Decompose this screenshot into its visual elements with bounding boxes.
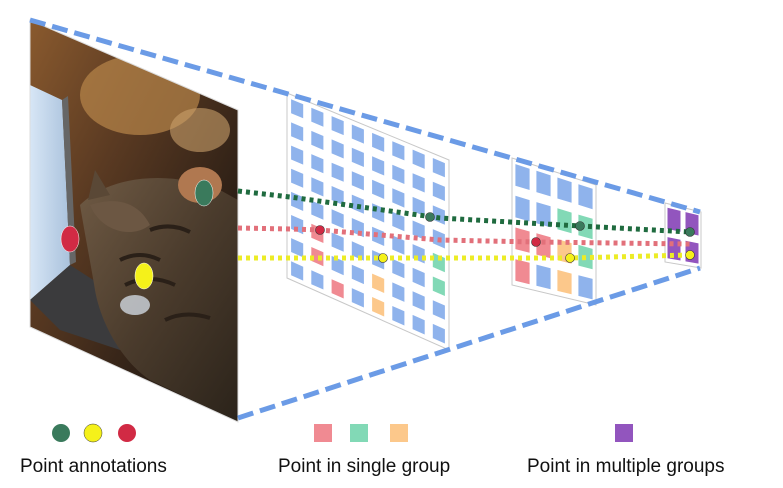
feature-cell	[432, 181, 445, 201]
legend-label-multiple-groups: Point in multiple groups	[527, 456, 725, 477]
legend-mint-square-icon	[350, 424, 368, 442]
feature-cell	[291, 238, 304, 258]
highlighted-cell	[515, 259, 530, 285]
legend-peach-square-icon	[390, 424, 408, 442]
feature-cell	[432, 205, 445, 225]
feature-cell	[536, 202, 551, 228]
input-photo-border	[29, 19, 239, 423]
feature-cell	[412, 267, 425, 288]
highlighted-cell	[372, 297, 385, 317]
feature-cell	[578, 184, 593, 210]
feature-cell	[432, 300, 445, 320]
highlighted-cell	[311, 247, 324, 267]
green-point-track-line	[237, 188, 691, 235]
green-track-marker	[575, 221, 585, 231]
legend	[52, 423, 633, 443]
feature-cell	[311, 154, 324, 174]
feature-cell	[372, 156, 385, 176]
feature-cell	[536, 170, 551, 197]
highlighted-cell	[667, 207, 681, 232]
feature-cell	[372, 132, 385, 152]
legend-purple-square-icon	[615, 424, 633, 442]
feature-cell	[392, 306, 405, 326]
feature-map-large	[286, 92, 450, 351]
legend-pink-square-icon	[314, 424, 332, 442]
feature-cell	[412, 196, 425, 217]
legend-green-dot-icon	[52, 424, 70, 442]
feature-cell	[557, 177, 572, 203]
yellow-annotation-point	[134, 262, 154, 290]
highlighted-cell	[578, 214, 593, 240]
red-annotation-point	[60, 225, 80, 253]
highlighted-cell	[557, 208, 572, 234]
feature-cell	[392, 164, 405, 184]
feature-cell	[291, 168, 304, 188]
feature-cell	[412, 149, 425, 169]
yellow-point-track-line	[238, 252, 691, 261]
feature-cell	[412, 314, 425, 335]
feature-cell	[331, 186, 344, 206]
highlighted-cell	[372, 273, 385, 293]
feature-cell	[432, 323, 445, 344]
feature-cell	[412, 220, 425, 240]
legend-label-point-annotations: Point annotations	[20, 456, 167, 477]
feature-cell	[578, 275, 593, 300]
highlighted-cell	[432, 276, 445, 296]
feature-cell	[515, 164, 530, 190]
feature-cell	[351, 171, 364, 191]
input-photo	[30, 20, 238, 422]
feature-cell	[311, 200, 324, 220]
feature-cell	[515, 195, 530, 222]
red-track-marker	[531, 237, 541, 247]
yellow-track-marker	[378, 253, 388, 263]
frustum-outline	[29, 17, 701, 421]
feature-cell	[351, 264, 364, 285]
feature-cell	[372, 226, 385, 246]
feature-cell	[372, 179, 385, 199]
photo-annotations	[60, 179, 214, 290]
red-point-track-line	[237, 225, 691, 247]
feature-cell	[351, 147, 364, 167]
feature-cell	[311, 270, 324, 290]
feature-cell	[291, 261, 304, 281]
feature-cell	[432, 158, 445, 178]
yellow-track-marker	[685, 250, 695, 260]
highlighted-cell	[557, 269, 572, 295]
feature-cell	[392, 211, 405, 232]
feature-cell	[311, 177, 324, 197]
green-track-marker	[685, 227, 695, 237]
feature-cell	[392, 235, 405, 255]
feature-cell	[331, 116, 344, 136]
feature-cell	[291, 99, 304, 119]
feature-cell	[392, 141, 405, 161]
feature-cell	[311, 107, 324, 127]
feature-cell	[351, 288, 364, 308]
feature-cell	[536, 264, 551, 290]
feature-cell	[311, 130, 324, 150]
highlighted-cell	[331, 279, 344, 299]
highlighted-cell	[515, 227, 530, 253]
feature-cell	[331, 209, 344, 229]
feature-cell	[331, 139, 344, 159]
feature-cell	[412, 291, 425, 311]
feature-cell	[392, 282, 405, 302]
legend-label-single-group: Point in single group	[278, 456, 451, 477]
feature-cell	[412, 173, 425, 193]
green-annotation-point	[194, 179, 214, 207]
legend-red-dot-icon	[118, 424, 136, 442]
legend-yellow-dot-icon	[83, 423, 103, 443]
yellow-track-marker	[565, 253, 575, 263]
green-track-marker	[425, 212, 435, 222]
feature-cell	[291, 122, 304, 142]
correspondence-lines	[237, 188, 691, 261]
feature-cell	[291, 145, 304, 165]
feature-cell	[392, 258, 405, 279]
feature-cell	[331, 162, 344, 182]
red-track-marker	[315, 225, 325, 235]
feature-cell	[351, 124, 364, 144]
feature-cell	[331, 255, 344, 276]
feature-cell	[392, 188, 405, 208]
feature-cell	[331, 232, 344, 252]
